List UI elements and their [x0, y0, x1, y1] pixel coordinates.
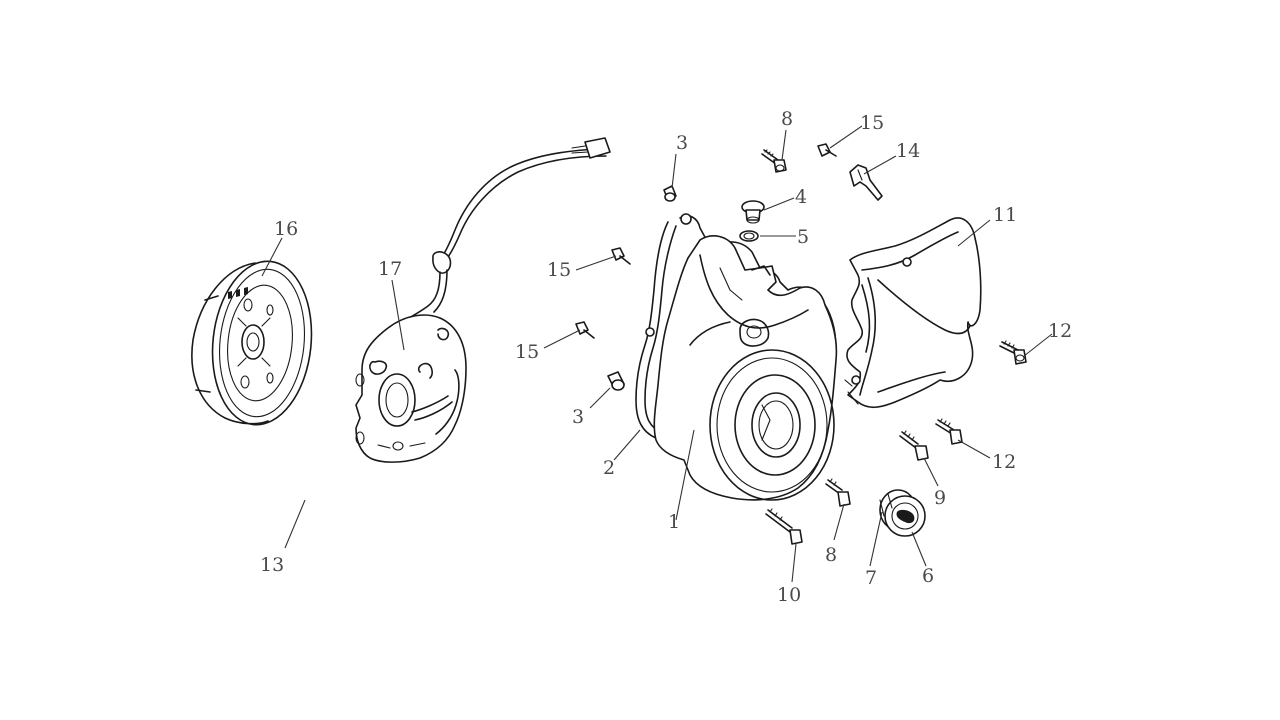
bolt-15-top: [817, 143, 837, 157]
bolt-8-lower: [825, 478, 851, 507]
fan-shroud: [844, 217, 982, 409]
dowel-pin-lower: [607, 371, 625, 391]
dowel-pin-upper: [663, 185, 677, 202]
callout-16: 16: [274, 218, 298, 240]
callout-9: 9: [934, 487, 946, 509]
callout-15-top: 15: [860, 112, 884, 134]
crankcase-cover: [653, 235, 838, 501]
callout-labels: 1 2 3 3 4 5 6 7 8 8 9 10 11 12 12 13 14 …: [260, 108, 1072, 606]
flywheel-rotor: [191, 260, 313, 426]
callout-14: 14: [896, 140, 920, 162]
bolt-15-left-lower: [575, 321, 595, 339]
callout-13: 13: [260, 554, 284, 576]
callout-10: 10: [777, 584, 801, 606]
wire-clip: [849, 164, 883, 201]
bolt-10: [765, 508, 803, 545]
callout-3-lower: 3: [572, 406, 584, 428]
bolt-9: [899, 430, 929, 461]
o-ring: [739, 230, 759, 242]
callout-12-right: 12: [1048, 320, 1072, 342]
callout-6: 6: [922, 565, 934, 587]
callout-1: 1: [668, 511, 680, 533]
callout-8-upper: 8: [781, 108, 793, 130]
callout-11: 11: [993, 204, 1017, 226]
callout-17: 17: [378, 258, 402, 280]
bolt-8-upper: [761, 149, 787, 173]
bolt-12-right: [999, 340, 1027, 365]
callout-8-lower: 8: [825, 544, 837, 566]
oil-plug: [741, 200, 765, 224]
callout-3-upper: 3: [676, 132, 688, 154]
leader-lines: [261, 125, 1053, 583]
stator-plate: [355, 137, 611, 463]
callout-7: 7: [865, 567, 877, 589]
callout-15-left-upper: 15: [547, 259, 571, 281]
callout-4: 4: [795, 186, 807, 208]
callout-15-left-lower: 15: [515, 341, 539, 363]
round-cap: [879, 489, 926, 537]
callout-2: 2: [603, 457, 615, 479]
callout-5: 5: [797, 226, 809, 248]
callout-12-lower: 12: [992, 451, 1016, 473]
